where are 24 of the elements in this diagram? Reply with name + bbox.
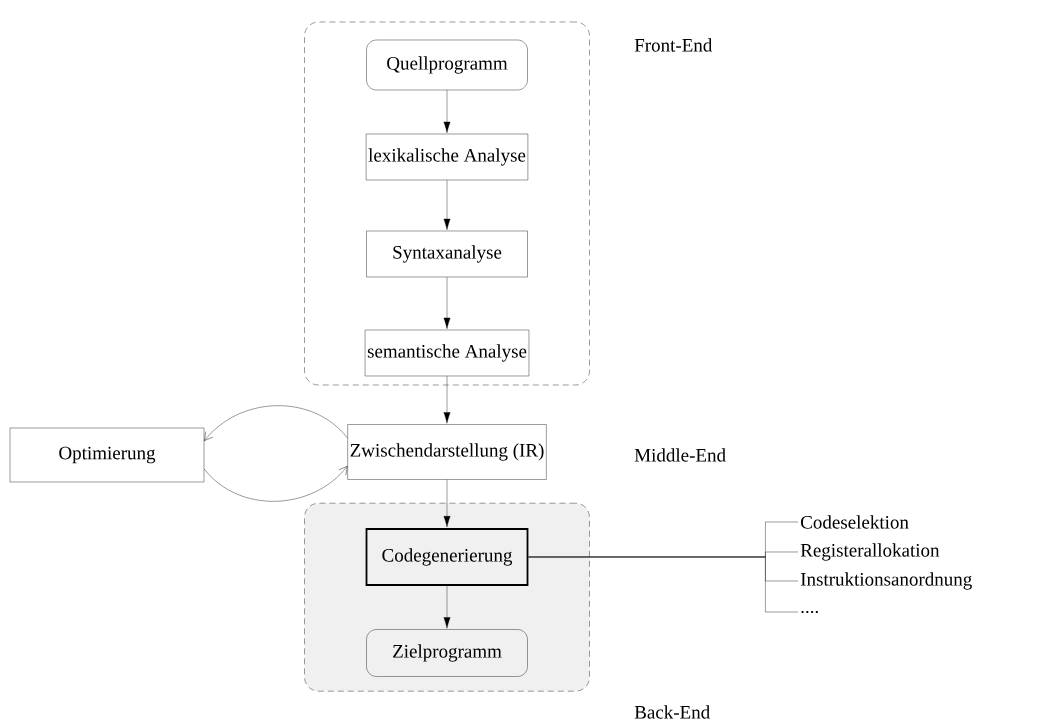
arrow: [443, 585, 451, 629]
curved-arrow: [204, 405, 348, 441]
process-box: Codegenerierung: [365, 528, 529, 586]
group-label: Front-End: [634, 38, 713, 52]
process-box: lexikalische Analyse: [365, 133, 529, 181]
arrow: [443, 180, 451, 230]
process-box: semantische Analyse: [364, 329, 530, 377]
group-label: Back-End: [634, 705, 710, 719]
curved-arrow: [204, 466, 348, 502]
process-box: Optimierung: [9, 427, 205, 483]
terminal-box: Zielprogramm: [366, 629, 528, 677]
terminal-box: Quellprogramm: [366, 39, 528, 91]
list-item: Registerallokation: [800, 543, 940, 561]
bracket-line: [528, 556, 799, 613]
list-item: Codeselektion: [801, 515, 909, 529]
process-box: Syntaxanalyse: [366, 230, 528, 278]
arrow: [443, 479, 451, 528]
arrow: [443, 90, 451, 133]
list-item: ....: [801, 610, 818, 614]
arrow: [443, 277, 451, 329]
arrow: [443, 376, 451, 424]
side-label: Middle-End: [634, 448, 726, 462]
process-box: Zwischendarstellung (IR): [347, 424, 547, 480]
list-item: Instruktionsanordnung: [800, 572, 972, 590]
